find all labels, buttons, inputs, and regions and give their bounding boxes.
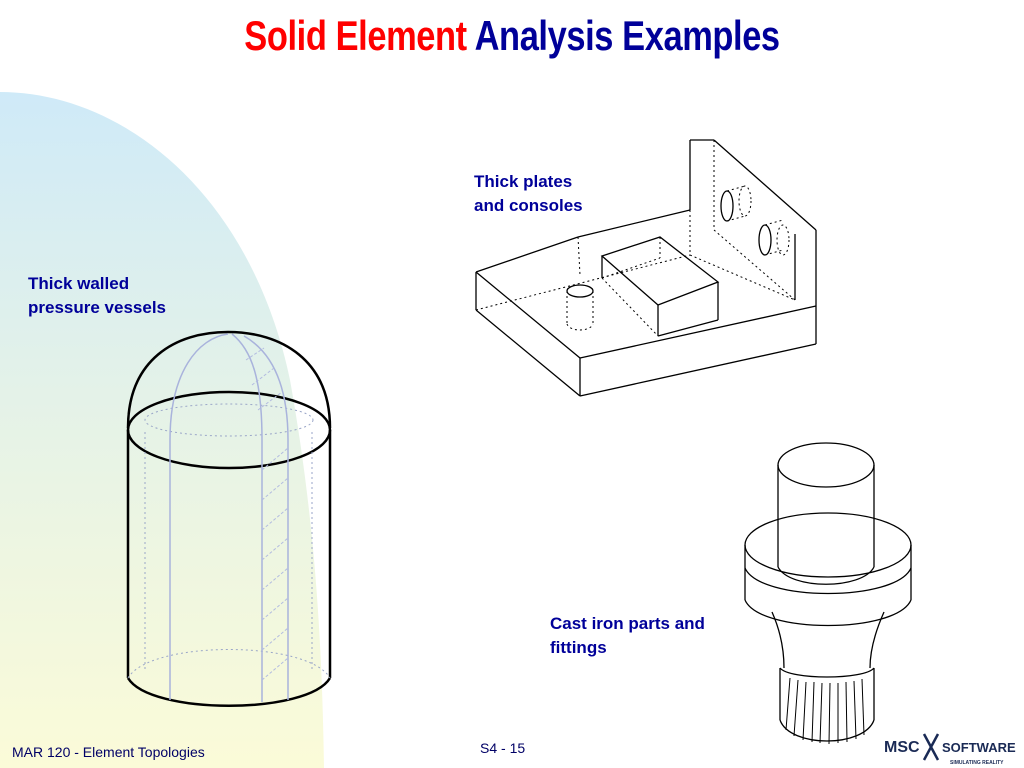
title-part-blue: Analysis Examples xyxy=(474,12,780,59)
label-line: Thick walled xyxy=(28,274,130,293)
label-line: and consoles xyxy=(474,196,583,215)
msc-software-logo: MSC SOFTWARE SIMULATING REALITY xyxy=(884,733,1016,766)
footer-course-title: MAR 120 - Element Topologies xyxy=(12,744,205,760)
label-pressure-vessels: Thick walled pressure vessels xyxy=(28,272,166,320)
title-part-red: Solid Element xyxy=(244,12,467,59)
logo-brand-left: MSC xyxy=(884,739,920,756)
label-line: fittings xyxy=(550,638,607,657)
label-line: pressure vessels xyxy=(28,298,166,317)
label-line: Cast iron parts and xyxy=(550,614,705,633)
label-thick-plates: Thick plates and consoles xyxy=(474,170,583,218)
slide-title: Solid Element Analysis Examples xyxy=(92,12,932,60)
logo-tagline: SIMULATING REALITY xyxy=(950,760,1004,766)
logo-x-mark xyxy=(922,733,940,761)
label-line: Thick plates xyxy=(474,172,573,191)
label-cast-iron-parts: Cast iron parts and fittings xyxy=(550,612,705,660)
footer-page-number: S4 - 15 xyxy=(480,740,526,756)
logo-brand-right: SOFTWARE xyxy=(942,740,1016,755)
